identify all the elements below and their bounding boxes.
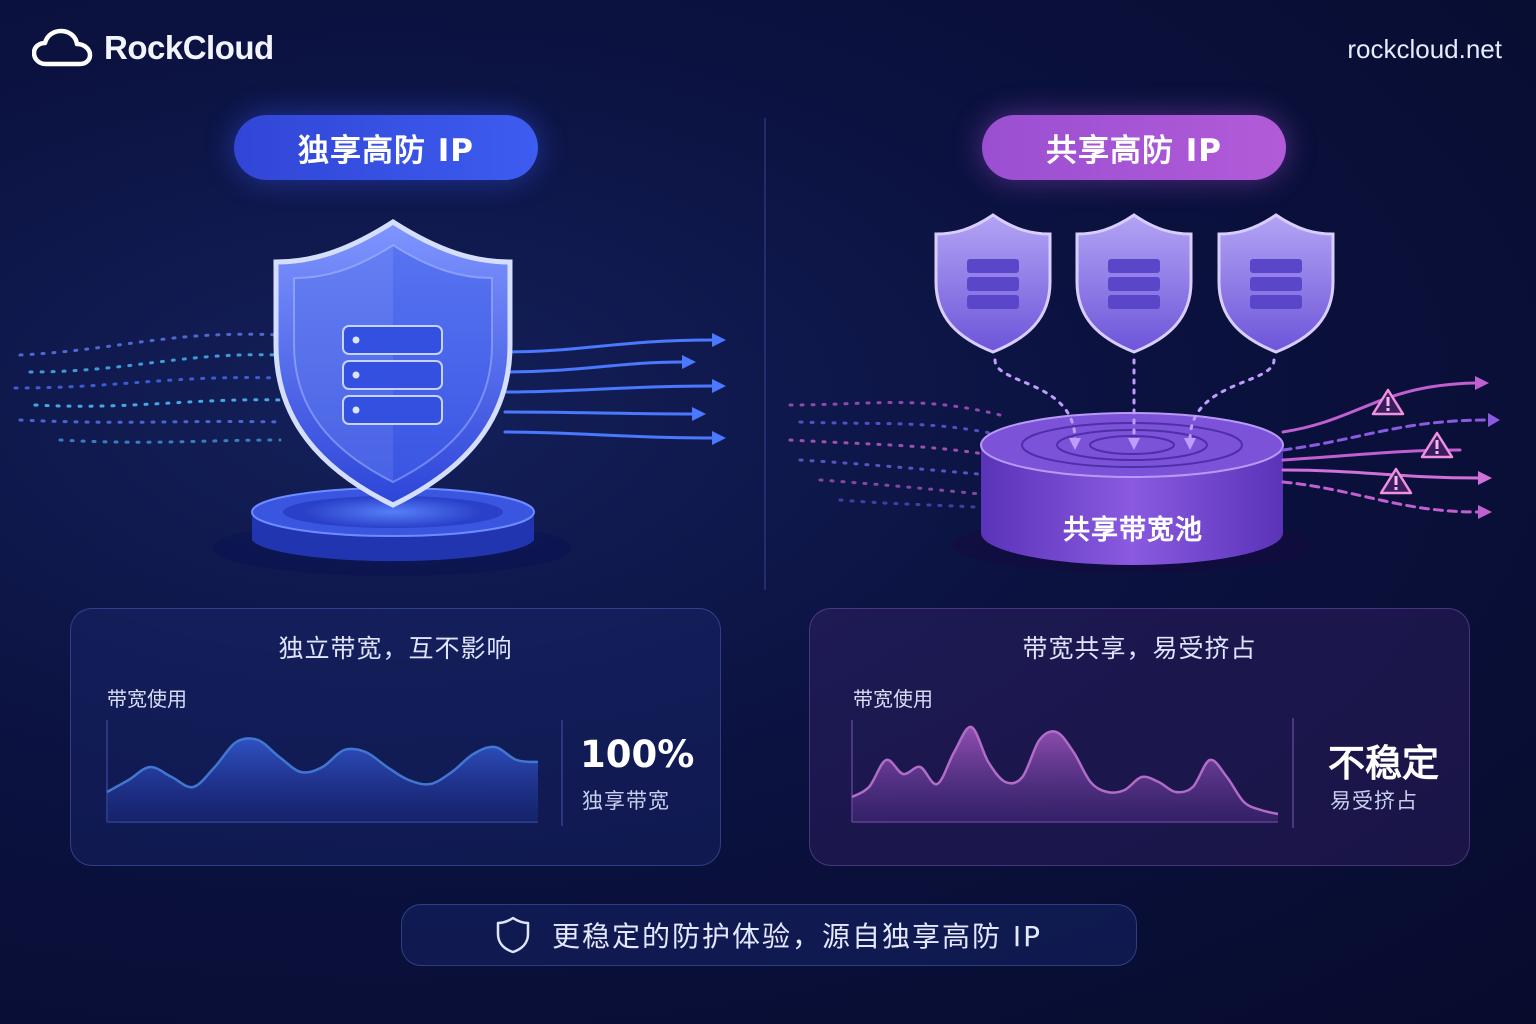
- bandwidth-line-shared: [851, 725, 1279, 816]
- warning-icon: [1379, 467, 1413, 495]
- warning-icon: [1420, 431, 1454, 459]
- shield-icon: [1217, 213, 1335, 354]
- chart-label: 带宽使用: [107, 687, 187, 711]
- bandwidth-line-dedicated: [106, 737, 539, 794]
- bandwidth-caption: 独享带宽: [582, 789, 670, 813]
- shared-ip-title: 共享高防 IP: [982, 115, 1286, 180]
- shared-shields: [934, 213, 1335, 354]
- stability-value: 不稳定: [1328, 742, 1439, 785]
- chart-label: 带宽使用: [853, 687, 933, 711]
- brand-logo[interactable]: RockCloud: [32, 28, 274, 68]
- incoming-traffic-left: [13, 332, 282, 444]
- incoming-traffic-right: [788, 401, 1002, 510]
- bandwidth-area-dedicated: [107, 738, 538, 822]
- bandwidth-area-shared: [852, 726, 1278, 822]
- pool-label: 共享带宽池: [1063, 515, 1203, 546]
- shield-to-pool-arrows: [993, 358, 1276, 442]
- bandwidth-value: 100%: [580, 733, 695, 776]
- site-url[interactable]: rockcloud.net: [1347, 34, 1502, 64]
- shield-pedestal: [212, 487, 572, 576]
- footer-banner: 更稳定的防护体验，源自独享高防 IP: [401, 904, 1137, 966]
- dedicated-ip-title: 独享高防 IP: [234, 115, 538, 180]
- card-title: 带宽共享，易受挤占: [1022, 634, 1257, 663]
- footer-text: 更稳定的防护体验，源自独享高防 IP: [551, 920, 1043, 953]
- outgoing-arrows-left: [503, 338, 714, 440]
- shared-bandwidth-card: 带宽共享，易受挤占 带宽使用 不稳定 易受挤占: [809, 608, 1470, 866]
- shield-icon: [934, 213, 1052, 354]
- shield-icon: [1075, 213, 1193, 354]
- stability-caption: 易受挤占: [1330, 789, 1418, 813]
- brand-name: RockCloud: [104, 29, 274, 66]
- arrow-heads-left: [682, 333, 726, 445]
- warning-icon: [1371, 388, 1405, 416]
- outgoing-arrows-right: [1281, 381, 1490, 514]
- card-title: 独立带宽，互不影响: [278, 634, 513, 663]
- server-icon: [342, 325, 443, 425]
- dedicated-shield-icon: [273, 219, 513, 508]
- shared-bandwidth-pool: [952, 412, 1312, 573]
- shield-outline-icon: [496, 916, 530, 954]
- dedicated-bandwidth-card: 独立带宽，互不影响 带宽使用 100% 独享带宽: [70, 608, 721, 866]
- cloud-icon: [32, 28, 93, 67]
